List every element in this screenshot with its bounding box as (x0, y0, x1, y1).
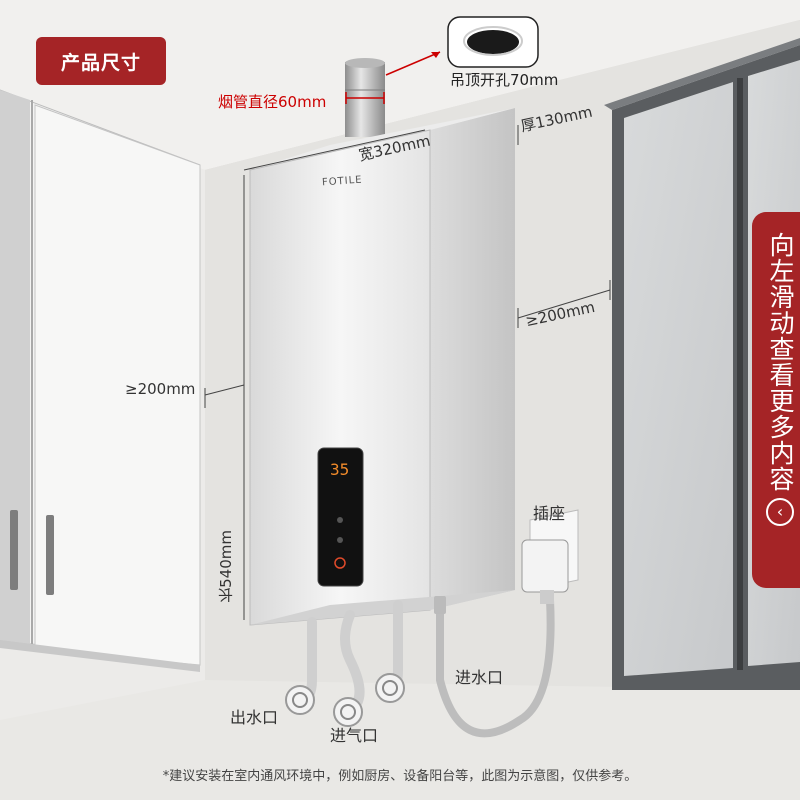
gas-inlet-label: 进气口 (330, 726, 379, 745)
slide-hint-text: 向左滑动查看更多内容 (766, 232, 795, 492)
display-reading: 35 (330, 460, 350, 479)
wall-socket (521, 509, 579, 604)
footnote: *建议安装在室内通风环境中，例如厨房、设备阳台等，此图为示意图，仅供参考。 (162, 769, 638, 784)
wall-cabinet (0, 89, 201, 672)
flue-diameter-label: 烟管直径60mm (218, 93, 327, 111)
dimension-lines (204, 125, 611, 620)
ceiling (0, 0, 800, 170)
length-label: 长540mm (217, 530, 235, 603)
water-outlet-label: 出水口 (230, 708, 279, 727)
slide-left-hint[interactable]: 向左滑动查看更多内容 ‹ (752, 212, 800, 588)
flue-pipe (345, 58, 385, 137)
water-inlet-label: 进水口 (455, 668, 504, 687)
socket-label: 插座 (533, 504, 566, 523)
chevron-left-circle-icon[interactable]: ‹ (766, 498, 794, 526)
product-size-badge: 产品尺寸 (36, 37, 166, 85)
clearance-left-label: ≥200mm (125, 380, 196, 398)
water-heater (249, 108, 515, 626)
ceiling-hole-label: 吊顶开孔70mm (450, 71, 559, 89)
